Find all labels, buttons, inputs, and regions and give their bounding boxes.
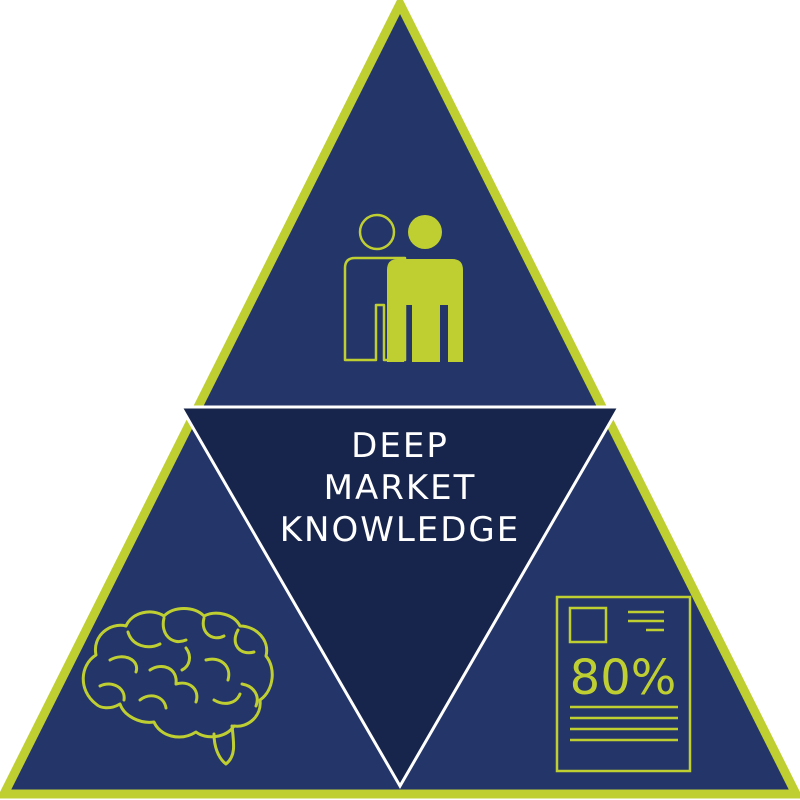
inner-triangle	[178, 405, 622, 789]
center-title-line-3: KNOWLEDGE	[279, 510, 521, 550]
center-title: DEEP MARKET KNOWLEDGE	[200, 425, 600, 551]
brain-icon	[81, 607, 274, 766]
people-icon	[343, 213, 463, 362]
center-title-line-2: MARKET	[323, 468, 477, 508]
document-image-box	[568, 606, 608, 644]
document-stat-text: 80%	[570, 650, 677, 706]
document-icon	[555, 595, 692, 773]
center-title-line-1: DEEP	[351, 426, 449, 466]
document-frame	[555, 595, 692, 773]
